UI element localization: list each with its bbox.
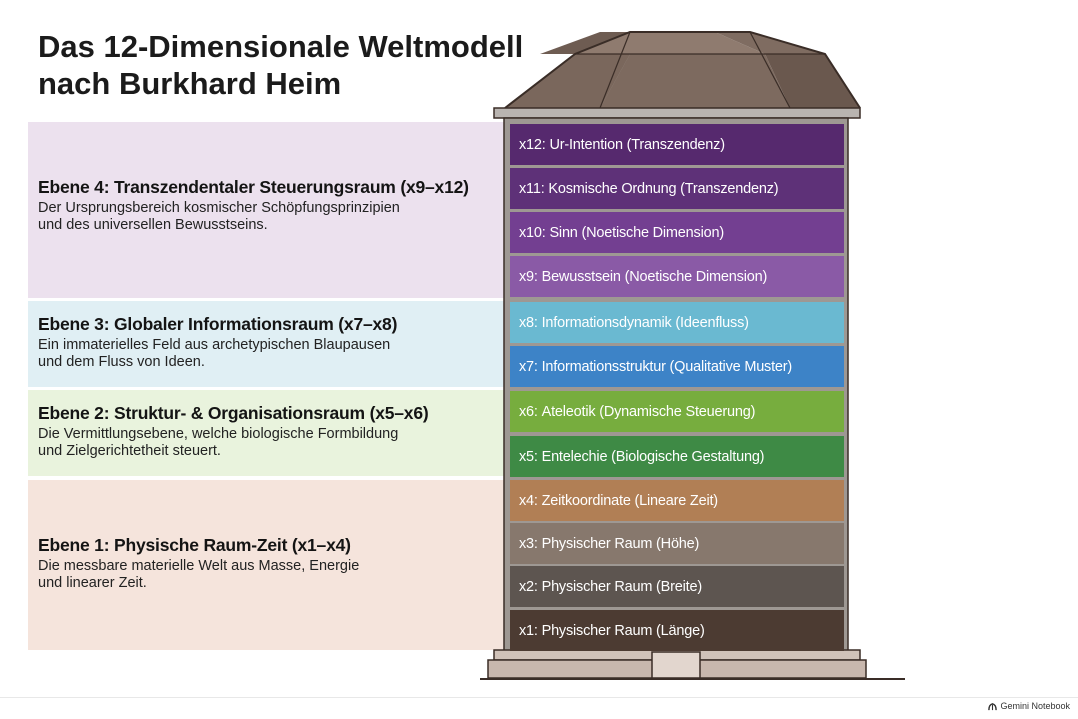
dimension-layer-x10: x10: Sinn (Noetische Dimension) [510,212,844,253]
level-description-line: und des universellen Bewusstseins. [38,217,268,233]
level-band-4: Ebene 4: Transzendentaler Steuerungsraum… [28,122,508,298]
dimension-layer-x6: x6: Ateleotik (Dynamische Steuerung) [510,391,844,432]
level-band-3: Ebene 3: Globaler Informationsraum (x7–x… [28,301,508,387]
roof-top-right [715,32,825,54]
level-description-line: Die Vermittlungsebene, welche biologisch… [38,426,399,442]
notebook-logo-icon [988,702,998,710]
dimension-layer-x5: x5: Entelechie (Biologische Gestaltung) [510,436,844,477]
dimension-layer-x12: x12: Ur-Intention (Transzendenz) [510,124,844,165]
level-description: Ein immaterielles Feld aus archetypische… [38,337,508,371]
level-description: Der Ursprungsbereich kosmischer Schöpfun… [38,200,508,234]
level-description-line: Ein immaterielles Feld aus archetypische… [38,337,391,353]
roof-right-facet [765,54,860,108]
roof-front-left [505,54,630,108]
level-band-2-text: Ebene 2: Struktur- & Organisationsraum (… [38,402,508,460]
dimension-code: x11 [519,180,541,197]
level-band-1-text: Ebene 1: Physische Raum-Zeit (x1–x4) Die… [38,534,508,592]
dimension-label: Ateleotik (Dynamische Steuerung) [541,403,756,420]
dimension-layer-x1: x1: Physischer Raum (Länge) [510,610,844,651]
roof-top-left [540,32,630,54]
dimension-code: x6 [519,403,534,420]
dimension-code: x10 [519,224,542,241]
dimension-label: Physischer Raum (Höhe) [541,535,700,552]
level-description-line: Die messbare materielle Welt aus Masse, … [38,558,360,574]
dimension-code: x5 [519,448,534,465]
dimension-code: x1 [519,622,534,639]
dimension-layer-x8: x8: Informationsdynamik (Ideenfluss) [510,302,844,343]
dimension-label: Entelechie (Biologische Gestaltung) [541,448,765,465]
level-description-line: und Zielgerichtetheit steuert. [38,443,221,459]
level-description-line: und dem Fluss von Ideen. [38,354,205,370]
dimension-label: Sinn (Noetische Dimension) [549,224,724,241]
roof-eave [493,107,861,119]
dimension-code: x3 [519,535,534,552]
roof-ridge-left [599,31,631,109]
watermark: Gemini Notebook [988,701,1070,711]
level-description-line: Der Ursprungsbereich kosmischer Schöpfun… [38,200,400,216]
dimension-label: Physischer Raum (Breite) [541,578,703,595]
roof-center-facet [575,54,790,108]
level-heading: Ebene 1: Physische Raum-Zeit (x1–x4) [38,535,351,555]
dimension-code: x8 [519,314,534,331]
dimension-code: x9 [519,268,534,285]
roof-top [575,32,765,54]
tower-roof [493,31,861,119]
dimension-label: Informationsstruktur (Qualitative Muster… [541,358,793,375]
roof-ridge-right [749,31,791,109]
dimension-code: x2 [519,578,534,595]
level-heading: Ebene 2: Struktur- & Organisationsraum (… [38,403,429,423]
level-band-2: Ebene 2: Struktur- & Organisationsraum (… [28,390,508,476]
level-band-4-text: Ebene 4: Transzendentaler Steuerungsraum… [38,176,508,234]
level-description-line: und linearer Zeit. [38,575,147,591]
dimension-label: Bewusstsein (Noetische Dimension) [541,268,768,285]
page-title-line-1: Das 12-Dimensionale Weltmodell [38,29,524,64]
dimension-code: x4 [519,492,534,509]
page-title: Das 12-Dimensionale Weltmodell nach Burk… [38,28,523,102]
dimension-label: Physischer Raum (Länge) [541,622,705,639]
dimension-layer-x9: x9: Bewusstsein (Noetische Dimension) [510,256,844,297]
dimension-code: x12 [519,136,542,153]
level-description: Die Vermittlungsebene, welche biologisch… [38,426,508,460]
dimension-layer-x4: x4: Zeitkoordinate (Lineare Zeit) [510,480,844,521]
footer-divider [0,697,1078,698]
dimension-layer-x11: x11: Kosmische Ordnung (Transzendenz) [510,168,844,209]
level-band-1: Ebene 1: Physische Raum-Zeit (x1–x4) Die… [28,480,508,650]
dimension-code: x7 [519,358,534,375]
dimension-label: Zeitkoordinate (Lineare Zeit) [541,492,719,509]
level-band-3-text: Ebene 3: Globaler Informationsraum (x7–x… [38,313,508,371]
level-heading: Ebene 4: Transzendentaler Steuerungsraum… [38,177,469,197]
tower-base [480,649,905,680]
watermark-text: Gemini Notebook [1000,701,1070,711]
dimension-label: Informationsdynamik (Ideenfluss) [541,314,749,331]
dimension-label: Kosmische Ordnung (Transzendenz) [548,180,779,197]
dimension-layer-x3: x3: Physischer Raum (Höhe) [510,523,844,564]
level-description: Die messbare materielle Welt aus Masse, … [38,558,508,592]
roof-outline [504,31,861,109]
dimension-layer-x7: x7: Informationsstruktur (Qualitative Mu… [510,346,844,387]
page-title-line-2: nach Burkhard Heim [38,66,342,101]
dimension-layer-x2: x2: Physischer Raum (Breite) [510,566,844,607]
dimension-label: Ur-Intention (Transzendenz) [549,136,725,153]
base-door [651,651,701,679]
level-heading: Ebene 3: Globaler Informationsraum (x7–x… [38,314,398,334]
